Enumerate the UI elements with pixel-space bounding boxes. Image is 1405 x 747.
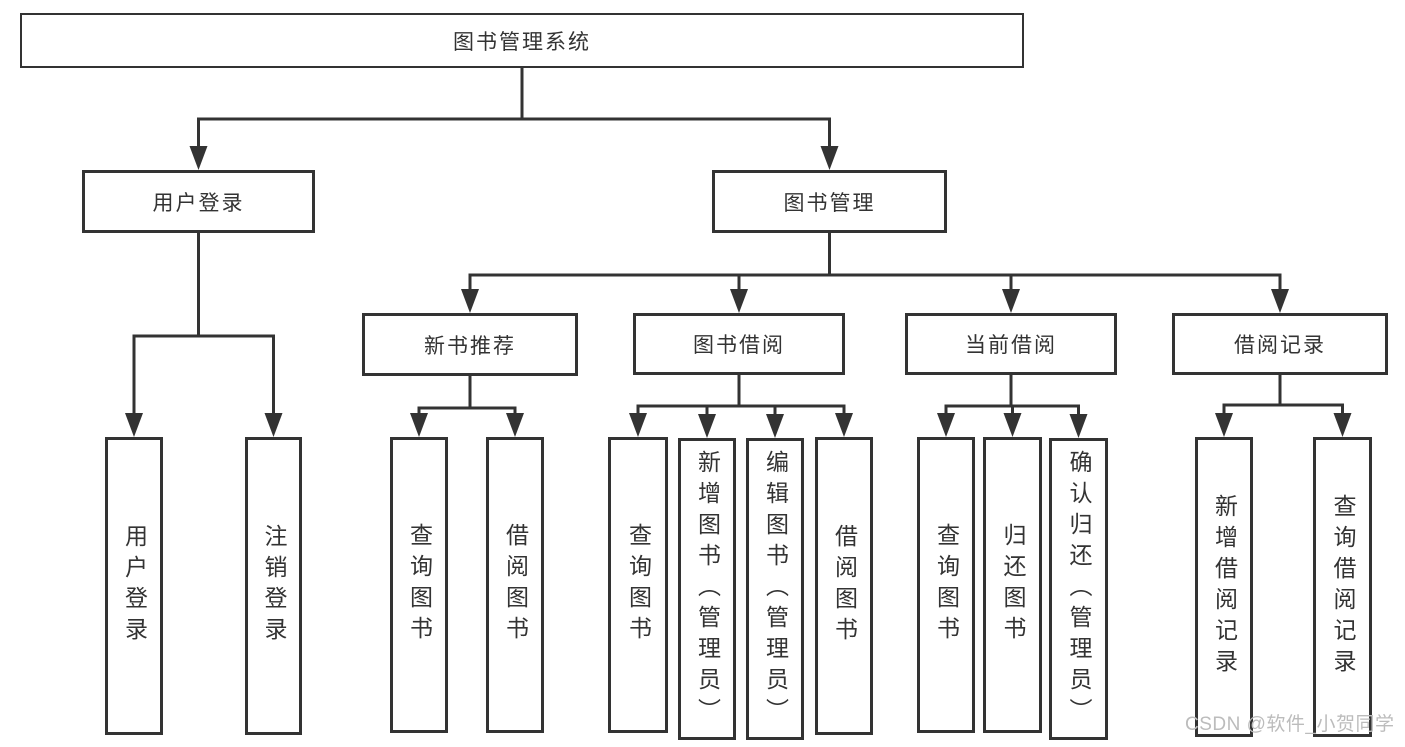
node-label: 借阅记录 — [1234, 334, 1326, 357]
node-leaf-logout: 注销登录 — [245, 437, 302, 735]
node-leaf-bb-query: 查询图书 — [608, 437, 668, 733]
node-leaf-cb-query: 查询图书 — [917, 437, 975, 733]
node-label: 图书管理系统 — [453, 30, 591, 54]
node-leaf-rec-borrow: 借阅图书 — [486, 437, 544, 733]
node-leaf-cb-return: 归还图书 — [983, 437, 1042, 733]
node-book-mgmt: 图书管理 — [712, 170, 947, 233]
node-label: 借阅图书 — [831, 524, 858, 648]
node-leaf-cb-confirm: 确认归还（管理员） — [1049, 438, 1108, 740]
node-label: 确认归还（管理员） — [1066, 449, 1092, 729]
node-leaf-br-add: 新增借阅记录 — [1195, 437, 1253, 737]
watermark: CSDN @软件_小贺同学 — [1185, 714, 1395, 735]
node-label: 注销登录 — [261, 524, 287, 648]
node-leaf-bb-borrow: 借阅图书 — [815, 437, 873, 735]
node-new-book-rec: 新书推荐 — [362, 313, 578, 376]
node-label: 查询图书 — [933, 523, 960, 647]
node-leaf-bb-edit: 编辑图书（管理员） — [746, 438, 804, 740]
node-label: 归还图书 — [1000, 523, 1026, 647]
node-label: 查询图书 — [625, 523, 652, 647]
node-label: 编辑图书（管理员） — [762, 449, 789, 729]
node-book-borrow: 图书借阅 — [633, 313, 845, 375]
node-label: 借阅图书 — [502, 523, 529, 647]
node-label: 新增图书（管理员） — [694, 449, 721, 729]
node-label: 查询图书 — [406, 523, 433, 647]
node-leaf-rec-query: 查询图书 — [390, 437, 448, 733]
node-leaf-user-login: 用户登录 — [105, 437, 163, 735]
node-leaf-br-query: 查询借阅记录 — [1313, 437, 1372, 737]
node-user-login: 用户登录 — [82, 170, 315, 233]
node-current-borrow: 当前借阅 — [905, 313, 1117, 375]
node-label: 新增借阅记录 — [1211, 494, 1238, 680]
node-borrow-records: 借阅记录 — [1172, 313, 1388, 375]
node-label: 新书推荐 — [424, 334, 516, 358]
node-leaf-bb-add: 新增图书（管理员） — [678, 438, 736, 740]
node-root: 图书管理系统 — [20, 13, 1024, 68]
node-label: 当前借阅 — [965, 334, 1057, 357]
node-label: 图书管理 — [783, 191, 876, 215]
node-label: 用户登录 — [152, 191, 245, 215]
node-label: 查询借阅记录 — [1330, 494, 1356, 680]
node-label: 用户登录 — [121, 524, 148, 648]
node-label: 图书借阅 — [693, 334, 785, 357]
